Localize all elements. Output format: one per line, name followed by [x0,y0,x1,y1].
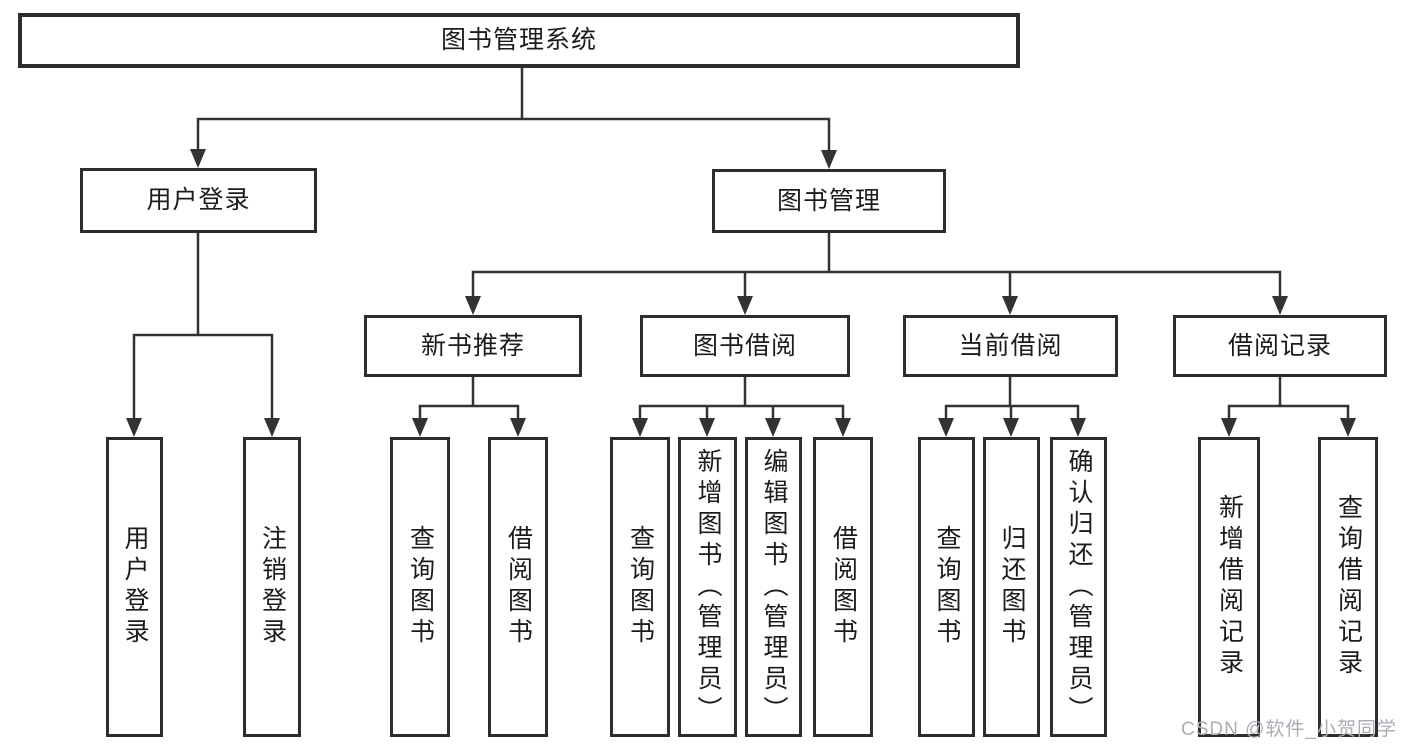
node-book-management: 图书管理 [712,169,946,233]
node-label: 查询图书 [406,525,435,649]
leaf-user-login: 用户登录 [106,437,163,737]
node-label: 确认归还（管理员） [1065,447,1093,727]
node-borrowing-records: 借阅记录 [1173,315,1387,377]
node-label: 查询借阅记录 [1334,494,1363,680]
leaf-query-book-borrowing: 查询图书 [610,437,670,737]
leaf-edit-book-admin: 编辑图书（管理员） [745,437,802,737]
leaf-query-book-current: 查询图书 [918,437,975,737]
node-label: 当前借阅 [958,331,1063,360]
node-book-borrowing: 图书借阅 [640,315,850,377]
node-label: 新书推荐 [420,331,525,360]
node-label: 图书管理 [776,186,881,215]
node-label: 新增图书（管理员） [694,447,722,727]
node-label: 用户登录 [146,186,251,214]
node-label: 归还图书 [998,525,1026,649]
node-library-management-system: 图书管理系统 [18,13,1020,68]
node-label: 用户登录 [121,525,149,649]
node-current-borrowing: 当前借阅 [903,315,1118,377]
leaf-add-borrow-record: 新增借阅记录 [1198,437,1260,737]
leaf-query-borrow-record: 查询借阅记录 [1318,437,1378,737]
node-label: 查询图书 [933,525,961,649]
node-label: 图书管理系统 [440,26,597,54]
leaf-return-book: 归还图书 [983,437,1040,737]
leaf-query-book-recommend: 查询图书 [390,437,450,737]
node-label: 注销登录 [258,525,287,649]
node-label: 借阅图书 [504,525,533,649]
leaf-borrow-book-borrowing: 借阅图书 [813,437,873,737]
node-label: 借阅图书 [829,525,858,649]
node-label: 借阅记录 [1227,331,1332,360]
node-label: 查询图书 [626,525,655,649]
node-label: 图书借阅 [692,331,797,360]
leaf-confirm-return-admin: 确认归还（管理员） [1050,437,1107,737]
node-label: 新增借阅记录 [1215,494,1244,680]
leaf-borrow-book-recommend: 借阅图书 [488,437,548,737]
node-label: 编辑图书（管理员） [760,447,788,727]
node-user-login: 用户登录 [80,168,317,233]
csdn-watermark: CSDN @软件_小贺同学 [1181,719,1397,740]
leaf-logout: 注销登录 [243,437,301,737]
leaf-add-book-admin: 新增图书（管理员） [678,437,737,737]
node-new-book-recommend: 新书推荐 [364,315,582,377]
